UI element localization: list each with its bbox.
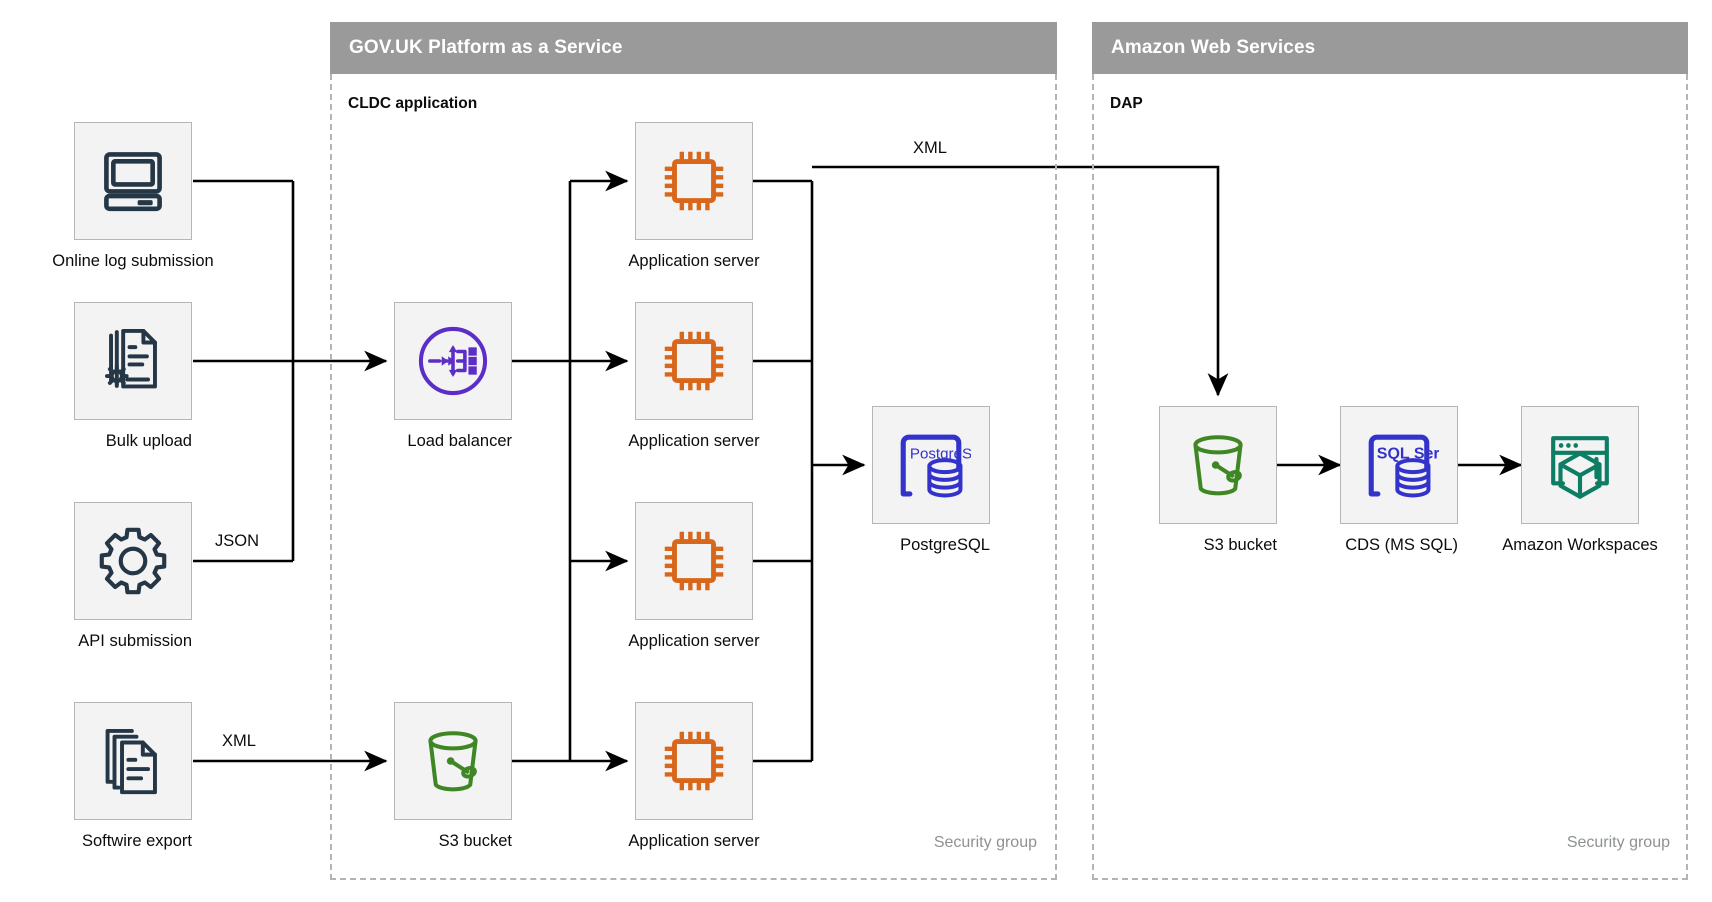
node-label: API submission — [78, 632, 192, 650]
node-online-log-submission[interactable]: Online log submission — [52, 122, 214, 271]
node-label: S3 bucket — [1203, 536, 1277, 554]
node-application-server-1[interactable]: Application server — [628, 122, 760, 271]
node-bulk-upload[interactable]: Bulk upload — [74, 302, 192, 451]
node-load-balancer[interactable]: Load balancer — [394, 302, 512, 451]
cpu-chip-icon — [664, 731, 724, 791]
node-label: Bulk upload — [105, 432, 192, 450]
cpu-chip-icon — [664, 331, 724, 391]
node-label: CDS (MS SQL) — [1345, 536, 1458, 554]
node-label: Application server — [628, 632, 760, 650]
node-softwire-export[interactable]: Softwire export — [74, 702, 192, 851]
sql-server-icon-text: SQL Server — [1377, 445, 1439, 462]
cpu-chip-icon — [664, 151, 724, 211]
node-icon-box — [74, 502, 192, 620]
edge-label-xml-softwire: XML — [222, 732, 256, 750]
node-icon-box — [1521, 406, 1639, 524]
node-label: Application server — [628, 832, 760, 850]
postgresql-icon-text: PostgreSQL — [910, 445, 971, 462]
node-label: Amazon Workspaces — [1502, 536, 1658, 554]
load-balancer-icon — [418, 326, 488, 396]
region-header-paas: GOV.UK Platform as a Service — [330, 22, 1057, 74]
node-api-submission[interactable]: API submission — [74, 502, 192, 651]
documents-stack-icon — [105, 728, 157, 795]
amazon-workspaces-icon — [1551, 436, 1609, 499]
node-application-server-2[interactable]: Application server — [628, 302, 760, 451]
node-s3-bucket-paas[interactable]: S3 bucket — [394, 702, 512, 851]
edge-label-xml-to-dap: XML — [913, 139, 947, 157]
document-gear-icon — [105, 328, 157, 389]
node-icon-box — [635, 302, 753, 420]
gear-icon — [99, 527, 167, 595]
node-label: Online log submission — [52, 252, 214, 270]
node-icon-box — [394, 702, 512, 820]
node-cds-ms-sql[interactable]: SQL Server CDS (MS SQL) — [1340, 406, 1458, 555]
node-label: PostgreSQL — [900, 536, 990, 554]
node-label: Softwire export — [81, 832, 192, 850]
node-amazon-workspaces[interactable]: Amazon Workspaces — [1502, 406, 1658, 555]
s3-bucket-icon — [1193, 435, 1243, 496]
node-icon-box — [74, 702, 192, 820]
node-application-server-4[interactable]: Application server — [628, 702, 760, 851]
node-label: Application server — [628, 252, 760, 270]
node-icon-box: PostgreSQL — [872, 406, 990, 524]
region-sublabel-cldc-application: CLDC application — [348, 95, 478, 112]
node-icon-box — [394, 302, 512, 420]
node-s3-bucket-dap[interactable]: S3 bucket — [1159, 406, 1277, 555]
node-icon-box: SQL Server — [1340, 406, 1458, 524]
cpu-chip-icon — [664, 531, 724, 591]
edge-label-json: JSON — [215, 532, 260, 550]
node-icon-box — [74, 122, 192, 240]
region-body-paas — [330, 74, 1057, 880]
node-postgresql[interactable]: PostgreSQL PostgreSQL — [872, 406, 990, 555]
node-icon-box — [74, 302, 192, 420]
region-sublabel-dap: DAP — [1110, 95, 1143, 112]
node-icon-box — [635, 122, 753, 240]
node-icon-box — [635, 502, 753, 620]
region-body-aws — [1092, 74, 1688, 880]
region-header-aws: Amazon Web Services — [1092, 22, 1688, 74]
node-label: Application server — [628, 432, 760, 450]
sql-server-icon: SQL Server — [1368, 434, 1439, 498]
node-icon-box — [635, 702, 753, 820]
s3-bucket-icon — [428, 731, 478, 792]
node-label: S3 bucket — [438, 832, 512, 850]
region-footer-security-group-aws: Security group — [1566, 834, 1670, 851]
node-application-server-3[interactable]: Application server — [628, 502, 760, 651]
node-label: Load balancer — [407, 432, 512, 450]
region-footer-security-group-paas: Security group — [933, 834, 1037, 851]
node-icon-box — [1159, 406, 1277, 524]
postgresql-icon: PostgreSQL — [900, 434, 971, 498]
desktop-computer-icon — [104, 152, 162, 212]
